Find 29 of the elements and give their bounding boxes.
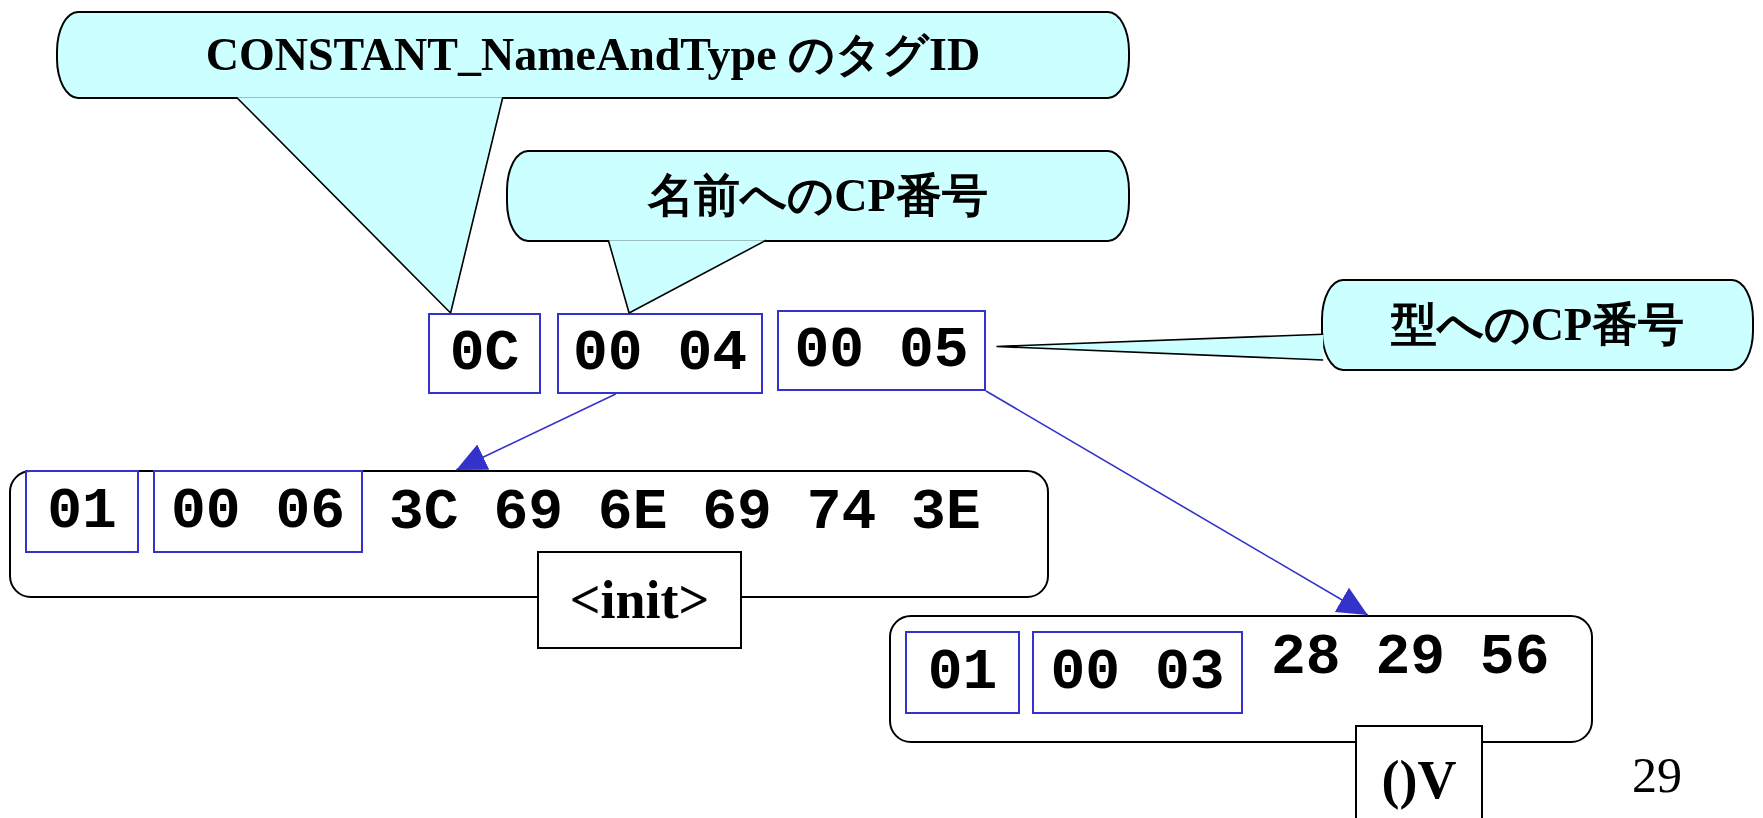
arrow <box>985 390 1369 616</box>
field-box <box>428 313 541 394</box>
field-box <box>1032 631 1243 714</box>
byte-row-box <box>889 615 1593 743</box>
callout-box <box>56 11 1130 99</box>
hex-bytes: 0C <box>449 321 520 386</box>
field-box <box>777 310 986 391</box>
callout-box <box>1321 279 1754 371</box>
callout-text: 名前へのCP番号 <box>648 169 988 223</box>
string-box <box>1355 725 1483 818</box>
hex-bytes: 01 <box>927 640 998 705</box>
string-text: ()V <box>1381 749 1457 811</box>
callout-text: CONSTANT_NameAndType のタグID <box>205 28 981 82</box>
hex-bytes: 00 06 <box>171 479 345 544</box>
hex-bytes: 00 04 <box>573 321 747 386</box>
field-box <box>557 313 763 394</box>
field-box <box>153 470 363 553</box>
hex-bytes: 28 29 56 <box>1271 625 1550 690</box>
hex-bytes: 00 03 <box>1050 640 1225 705</box>
page-number: 29 <box>1632 746 1682 804</box>
string-box <box>537 551 742 649</box>
callout-text: 型へのCP番号 <box>1390 298 1685 352</box>
field-box <box>905 631 1020 714</box>
hex-bytes: 00 05 <box>794 318 969 383</box>
field-box <box>25 470 139 553</box>
hex-bytes: 3C 69 6E 69 74 3E <box>389 480 981 545</box>
string-text: <init> <box>569 569 710 631</box>
arrow <box>455 393 617 471</box>
hex-bytes: 01 <box>47 479 117 544</box>
